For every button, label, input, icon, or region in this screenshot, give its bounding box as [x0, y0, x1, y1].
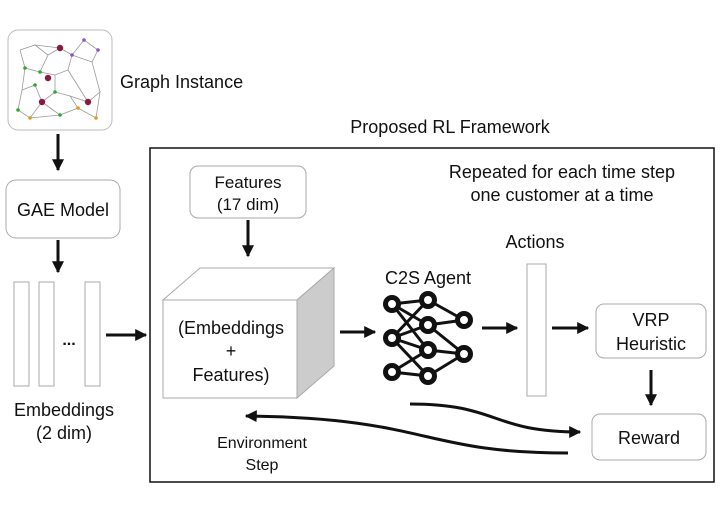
arrow-reward-to-environment: [244, 410, 569, 455]
actions-bar: [526, 263, 547, 397]
framework-note-line2: one customer at a time: [470, 185, 653, 205]
agent-label: C2S Agent: [385, 268, 471, 288]
embedding-vectors: ...: [13, 281, 101, 387]
features-box: Features (17 dim): [189, 165, 307, 219]
vrp-heuristic-box: VRP Heuristic: [595, 303, 707, 359]
graph-instance-thumbnail: [7, 29, 113, 131]
gae-model-label: GAE Model: [17, 200, 109, 220]
neural-network-icon: [383, 291, 473, 385]
reward-box: Reward: [591, 413, 707, 461]
state-cube: (Embeddings + Features): [161, 266, 336, 400]
embedding-bar: [38, 281, 55, 387]
embedding-bar: [84, 281, 101, 387]
actions-label: Actions: [505, 232, 564, 252]
gae-model-box: GAE Model: [5, 179, 121, 239]
state-cube-line1: (Embeddings: [178, 318, 284, 338]
environment-step-line1: Environment: [217, 435, 307, 452]
framework-note-line1: Repeated for each time step: [449, 162, 675, 182]
features-line2: (17 dim): [217, 195, 279, 214]
vrp-heuristic-line2: Heuristic: [616, 334, 686, 354]
state-cube-line3: Features): [192, 365, 269, 385]
vrp-heuristic-line1: VRP: [632, 310, 669, 330]
environment-step-line2: Step: [246, 457, 279, 474]
state-cube-line2: +: [226, 341, 237, 361]
graph-instance-label: Graph Instance: [120, 72, 243, 92]
embedding-bar: [13, 281, 30, 387]
reward-label: Reward: [618, 428, 680, 448]
arrow-agent-to-reward: [409, 402, 582, 438]
features-line1: Features: [214, 173, 281, 192]
embeddings-label-line1: Embeddings: [14, 400, 114, 420]
framework-frame: [149, 147, 715, 483]
framework-title: Proposed RL Framework: [350, 117, 550, 137]
embeddings-label-line2: (2 dim): [36, 423, 92, 443]
embedding-ellipsis: ...: [62, 332, 75, 349]
